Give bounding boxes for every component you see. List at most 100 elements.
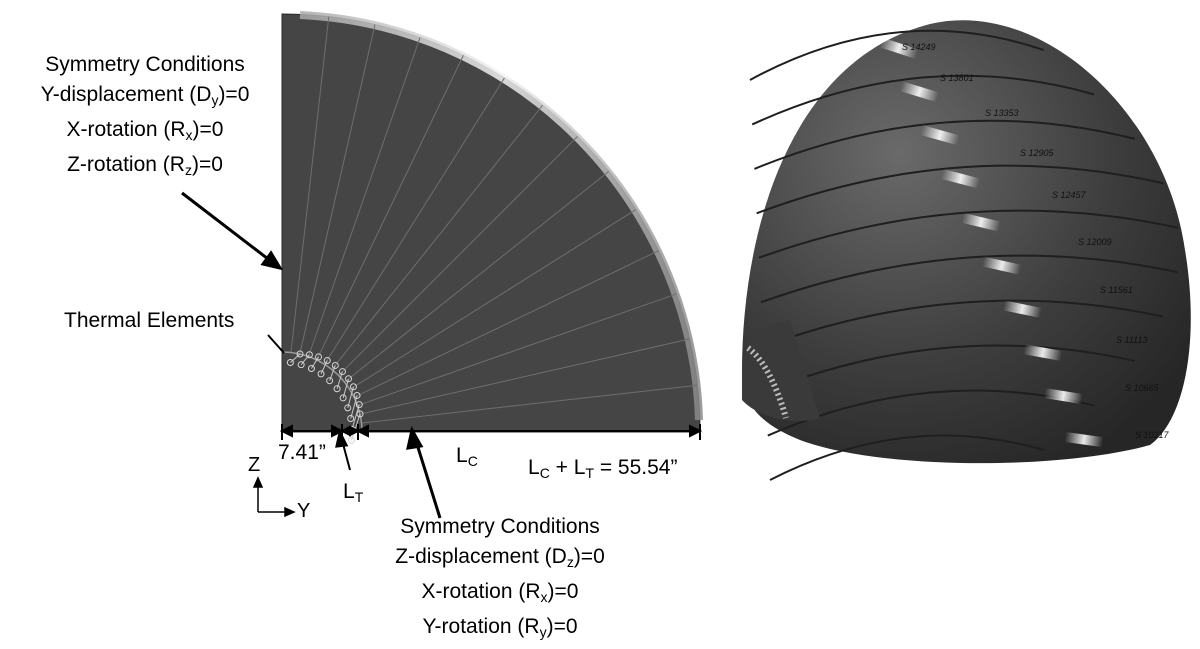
thermal-element-link [351, 413, 361, 441]
thermal-element-link [311, 356, 319, 369]
dome-node-label: S 12905 [1020, 148, 1054, 158]
total-length-label: LC + LT = 55.54” [528, 456, 678, 481]
dome-node-label: S 13353 [985, 108, 1019, 118]
dome-highlight [1023, 344, 1063, 361]
dome-rib-line [751, 74, 1095, 126]
thermal-element-node [355, 401, 363, 409]
lc-label: LC [456, 444, 478, 469]
thermal-element-node [345, 375, 353, 383]
dome-highlight [1002, 300, 1042, 318]
thermal-element-node [339, 394, 347, 402]
thermal-element-link [351, 404, 360, 430]
element-boundary-line [359, 338, 690, 415]
outer-rim [299, 11, 703, 421]
top-symmetry-conditions: Symmetry Conditions Y-displacement (Dy)=… [0, 50, 290, 185]
bottom-conditions-title: Symmetry Conditions [400, 515, 600, 538]
bottom-conditions-arrow [414, 440, 442, 519]
bottom-conditions-arrowhead [406, 425, 424, 450]
top-condition-line: Z-rotation (Rz)=0 [67, 153, 223, 178]
thermal-element-link [347, 386, 354, 409]
dome-node-label: S 10217 [1135, 430, 1169, 440]
thermal-element-node [317, 370, 325, 378]
thermal-element-node [286, 359, 294, 367]
dome-highlight [920, 125, 960, 146]
element-boundary-lines [290, 16, 698, 424]
thermal-elements-label: Thermal Elements [64, 309, 235, 332]
bottom-condition-line: Z-displacement (Dz)=0 [395, 545, 605, 570]
dome-node-label: S 11113 [1116, 335, 1148, 345]
dome-body [742, 20, 1191, 464]
bottom-condition-line: Y-rotation (Ry)=0 [422, 615, 578, 640]
dome-ribs [749, 29, 1179, 481]
element-boundary-line [290, 16, 330, 353]
thermal-element-node [353, 391, 361, 399]
dome-node-label: S 11561 [1100, 285, 1133, 295]
thermal-element-node [323, 357, 331, 365]
y-axis-label: Y [297, 500, 311, 522]
dome-highlight [940, 169, 981, 189]
thermal-element-node [349, 383, 357, 391]
dome-highlight [899, 81, 940, 103]
element-boundary-line [307, 37, 421, 357]
thermal-element-node [305, 351, 313, 359]
element-boundary-line [316, 55, 464, 361]
element-boundary-line [324, 77, 505, 365]
dome-node-label: S 12009 [1078, 237, 1112, 247]
dome-highlight [879, 37, 919, 59]
thermal-element-node [331, 361, 339, 369]
inner-length-label: 7.41” [278, 441, 326, 464]
element-boundary-line [357, 293, 677, 407]
thermal-element-node [326, 377, 334, 385]
thermal-element-node [338, 368, 346, 376]
thermal-element-node [356, 410, 364, 418]
dome-rib-line [765, 344, 1136, 393]
dome-rib-line [756, 164, 1164, 215]
dome-highlight [961, 212, 1001, 232]
lt-label: LT [343, 480, 364, 505]
dome-highlight [1064, 431, 1104, 448]
thermal-element-link [290, 353, 301, 363]
element-boundary-line [331, 104, 544, 370]
thermal-elements [286, 350, 364, 444]
thermal-element-node [333, 385, 341, 393]
thermal-element-node [297, 361, 305, 369]
thermal-element-node [315, 353, 323, 361]
dome-node-label: S 13801 [940, 73, 974, 83]
element-boundary-line [353, 250, 659, 398]
dome-flat-face [742, 320, 820, 421]
element-boundary-line [361, 384, 698, 424]
bottom-condition-line: X-rotation (Rx)=0 [421, 580, 579, 605]
dome-node-label: S 10665 [1125, 383, 1159, 393]
dome-rib-line [754, 119, 1136, 170]
thermal-element-node [344, 404, 352, 412]
top-conditions-title: Symmetry Conditions [45, 53, 245, 76]
thermal-element-node [296, 350, 304, 358]
dome-rib-line [769, 434, 1044, 481]
thermal-element-link [350, 395, 358, 419]
element-boundary-line [338, 136, 578, 376]
dome-rib-line [758, 209, 1179, 259]
dome-rib-line [749, 29, 1044, 81]
dome-node-label: S 14249 [902, 42, 936, 52]
dome-highlight [1043, 388, 1083, 405]
top-condition-line: Y-displacement (Dy)=0 [40, 83, 250, 108]
z-axis-label: Z [248, 454, 261, 476]
dome-rib-line [760, 254, 1179, 304]
thermal-element-node [307, 364, 315, 372]
dome-thermal-arc [746, 345, 789, 419]
dome-rib-line [762, 299, 1164, 348]
dome-highlight [982, 256, 1022, 275]
thermal-element-link [320, 360, 328, 375]
top-condition-line: X-rotation (Rx)=0 [66, 118, 224, 143]
element-boundary-line [349, 209, 637, 390]
dome-node-label: S 12457 [1052, 190, 1086, 200]
element-boundary-line [344, 170, 610, 383]
thermal-element-node [347, 414, 355, 422]
thermal-region-arc [281, 351, 363, 433]
top-conditions-arrow [181, 191, 273, 264]
bottom-symmetry-conditions: Symmetry Conditions Z-displacement (Dz)=… [340, 512, 660, 647]
thermal-arrow [267, 334, 285, 354]
dome-3d-model [742, 20, 1191, 481]
